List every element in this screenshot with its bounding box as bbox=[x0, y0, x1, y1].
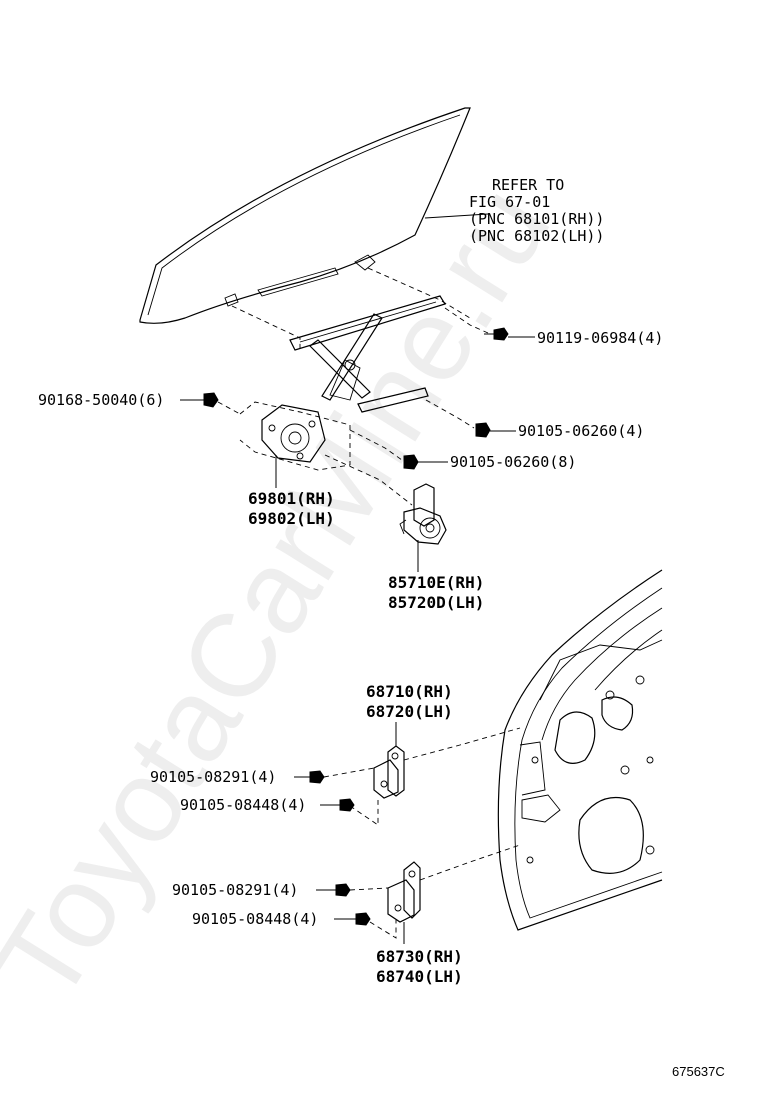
bolt-08448-lower-icon[interactable] bbox=[334, 912, 371, 926]
label-90105-06260-b[interactable]: 90105-06260(8) bbox=[450, 453, 576, 471]
label-85710e-rh[interactable]: 85710E(RH) bbox=[388, 573, 484, 592]
label-90105-08448-upper[interactable]: 90105-08448(4) bbox=[180, 796, 306, 814]
upper-hinge[interactable] bbox=[373, 722, 405, 799]
label-85720d-lh[interactable]: 85720D(LH) bbox=[388, 593, 484, 612]
bolt-08448-upper-icon[interactable] bbox=[320, 798, 355, 812]
label-69802-lh[interactable]: 69802(LH) bbox=[248, 509, 335, 528]
upper-hinge-bolt-guide bbox=[349, 800, 379, 826]
label-90105-08291-upper[interactable]: 90105-08291(4) bbox=[150, 768, 276, 786]
lower-hinge[interactable] bbox=[387, 861, 421, 944]
label-90105-08448-lower[interactable]: 90105-08448(4) bbox=[192, 910, 318, 928]
upper-hinge-line bbox=[403, 727, 521, 761]
label-90105-08291-lower[interactable]: 90105-08291(4) bbox=[172, 881, 298, 899]
bolt-90119-icon[interactable] bbox=[484, 327, 535, 341]
lower-hinge-bolt-guide bbox=[369, 920, 397, 939]
label-90119-06984[interactable]: 90119-06984(4) bbox=[537, 329, 663, 347]
reference-line-2: FIG 67-01 bbox=[469, 193, 550, 211]
label-68740-lh[interactable]: 68740(LH) bbox=[376, 967, 463, 986]
reference-line-1: REFER TO bbox=[492, 176, 564, 194]
bolt-08291-upper-icon[interactable] bbox=[294, 767, 375, 784]
bolt-90119-line bbox=[444, 307, 489, 334]
bolt-90105-06260-b-icon[interactable] bbox=[403, 454, 448, 470]
reference-line-3: (PNC 68101(RH)) bbox=[469, 210, 604, 228]
label-90105-06260-a[interactable]: 90105-06260(4) bbox=[518, 422, 644, 440]
label-68710-rh[interactable]: 68710(RH) bbox=[366, 682, 453, 701]
bolt-90105-06260-b-line bbox=[349, 429, 403, 461]
door-frame[interactable] bbox=[497, 569, 663, 931]
door-glass[interactable] bbox=[139, 107, 489, 324]
bolt-08291-lower-icon[interactable] bbox=[316, 883, 389, 897]
reference-line-4: (PNC 68102(LH)) bbox=[469, 227, 604, 245]
bolt-90105-06260-a-line bbox=[425, 399, 475, 429]
label-68720-lh[interactable]: 68720(LH) bbox=[366, 702, 453, 721]
label-68730-rh[interactable]: 68730(RH) bbox=[376, 947, 463, 966]
motor-alignment-line bbox=[324, 454, 413, 506]
glass-alignment-lines bbox=[231, 267, 471, 350]
bolt-90105-06260-a-icon[interactable] bbox=[475, 422, 516, 438]
regulator-motor[interactable] bbox=[399, 483, 447, 572]
window-regulator[interactable] bbox=[239, 295, 446, 488]
label-90168-50040[interactable]: 90168-50040(6) bbox=[38, 391, 164, 409]
label-69801-rh[interactable]: 69801(RH) bbox=[248, 489, 335, 508]
bolt-90168-line bbox=[217, 401, 241, 415]
figure-id: 675637C bbox=[672, 1064, 725, 1079]
lower-hinge-line bbox=[419, 844, 521, 881]
bolt-90168-icon[interactable] bbox=[180, 392, 219, 408]
